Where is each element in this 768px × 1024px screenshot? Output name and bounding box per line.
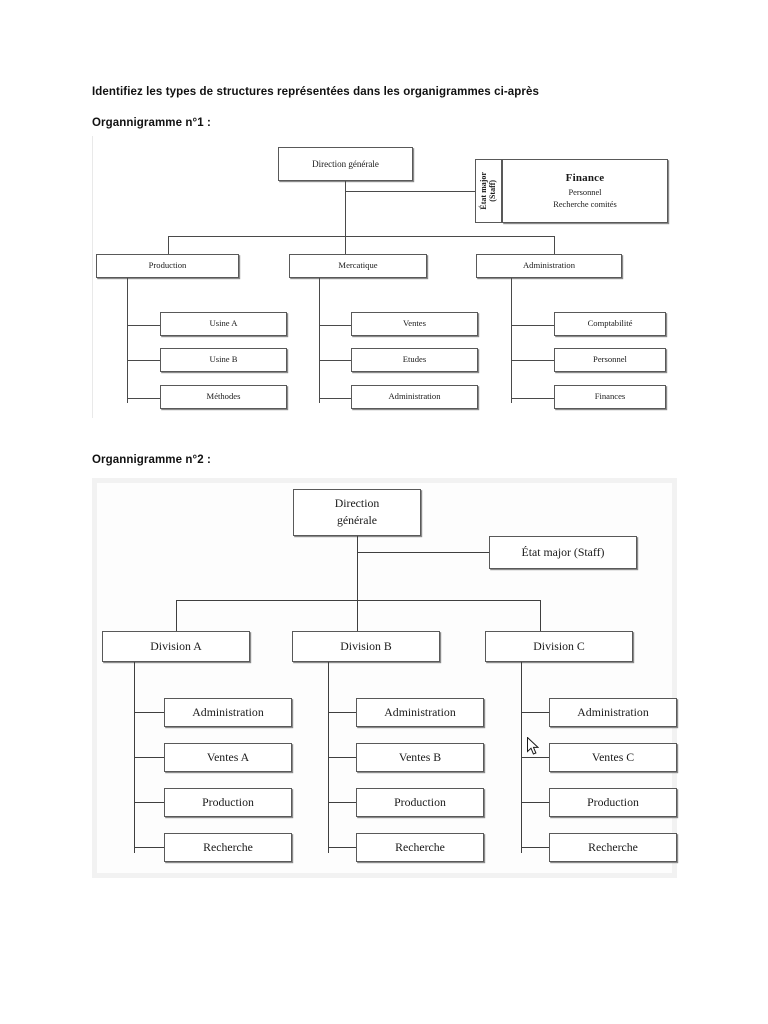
org2-branch-c-ventes: [521, 757, 549, 758]
org2-leaf-a-production: Production: [164, 788, 292, 817]
org2-branch-c-production: [521, 802, 549, 803]
org2-leaf-a-recherche: Recherche: [164, 833, 292, 862]
org2-branch-b-recherche: [328, 847, 356, 848]
org2-branch-c-recherche: [521, 847, 549, 848]
org2-division-c: Division C: [485, 631, 633, 662]
section-label-organigram-2: Organnigramme n°2 :: [92, 454, 211, 466]
org2-leaf-b-recherche: Recherche: [356, 833, 484, 862]
org2-leaf-a-administration: Administration: [164, 698, 292, 727]
org2-leaf-c-recherche: Recherche: [549, 833, 677, 862]
org1-spine-administration: [511, 278, 512, 403]
org2-root-direction-generale: Direction générale: [293, 489, 421, 536]
org2-drop-division-a: [176, 600, 177, 631]
org1-finance-recherche: Recherche comités: [553, 200, 617, 210]
org2-staff-etat-major: État major (Staff): [489, 536, 637, 569]
org2-branch-b-ventes: [328, 757, 356, 758]
org1-staff-horizontal-connector: [345, 191, 475, 192]
org2-root-vertical-connector: [357, 536, 358, 600]
org2-root-line1: Direction: [334, 496, 380, 511]
org1-finance-personnel: Personnel: [568, 187, 602, 197]
org1-branch-usine-a: [127, 325, 160, 326]
org2-leaf-b-administration: Administration: [356, 698, 484, 727]
org1-drop-production: [168, 236, 169, 255]
org2-leaf-b-ventes-b: Ventes B: [356, 743, 484, 772]
org1-staff-vertical-cell: État major (Staff): [475, 159, 502, 223]
org2-staff-horizontal-connector: [357, 552, 489, 553]
org2-branch-a-administration: [134, 712, 164, 713]
org1-staff-vertical-text: État major (Staff): [478, 172, 498, 210]
organigram-2-canvas: Direction générale État major (Staff) Di…: [97, 483, 677, 873]
org1-branch-ventes: [319, 325, 351, 326]
section-label-organigram-1: Organnigramme n°1 :: [92, 117, 211, 129]
org1-root-direction-generale: Direction générale: [278, 147, 413, 181]
org2-drop-division-c: [540, 600, 541, 631]
organigram-2-figure: Direction générale État major (Staff) Di…: [92, 478, 677, 878]
org1-leaf-usine-a: Usine A: [160, 312, 287, 336]
org1-leaf-finances: Finances: [554, 385, 666, 409]
org1-leaf-usine-b: Usine B: [160, 348, 287, 372]
org1-leaf-ventes: Ventes: [351, 312, 478, 336]
org2-leaf-c-production: Production: [549, 788, 677, 817]
org2-leaf-a-ventes-a: Ventes A: [164, 743, 292, 772]
org1-branch-finances: [511, 398, 554, 399]
org1-division-production: Production: [96, 254, 239, 278]
org1-leaf-personnel: Personnel: [554, 348, 666, 372]
org2-branch-b-production: [328, 802, 356, 803]
org1-staff-line1: État major: [478, 172, 488, 210]
org1-finance-heading: Finance: [565, 172, 605, 185]
org1-branch-personnel: [511, 360, 554, 361]
org1-branch-usine-b: [127, 360, 160, 361]
org1-branch-comptabilite: [511, 325, 554, 326]
org1-leaf-comptabilite: Comptabilité: [554, 312, 666, 336]
org1-division-administration: Administration: [476, 254, 622, 278]
org1-root-vertical-connector: [345, 181, 346, 255]
org1-leaf-administration: Administration: [351, 385, 478, 409]
org2-division-b: Division B: [292, 631, 440, 662]
org1-leaf-etudes: Etudes: [351, 348, 478, 372]
org1-drop-administration: [554, 236, 555, 255]
org2-branch-a-ventes: [134, 757, 164, 758]
org1-staff-line2: (Staff): [487, 180, 497, 202]
organigram-1-figure: Direction générale État major (Staff) Fi…: [92, 136, 673, 418]
org2-branch-b-administration: [328, 712, 356, 713]
org1-spine-mercatique: [319, 278, 320, 403]
org2-leaf-b-production: Production: [356, 788, 484, 817]
org2-leaf-c-administration: Administration: [549, 698, 677, 727]
org1-staff-finance-panel: Finance Personnel Recherche comités: [502, 159, 668, 223]
org2-division-a: Division A: [102, 631, 250, 662]
org2-root-line2: générale: [337, 513, 377, 527]
org2-branch-c-administration: [521, 712, 549, 713]
org1-branch-administration: [319, 398, 351, 399]
page-title: Identifiez les types de structures repré…: [92, 86, 539, 98]
org2-branch-a-production: [134, 802, 164, 803]
org2-branch-a-recherche: [134, 847, 164, 848]
org1-leaf-methodes: Méthodes: [160, 385, 287, 409]
org1-branch-etudes: [319, 360, 351, 361]
org1-branch-methodes: [127, 398, 160, 399]
org2-drop-division-b: [357, 600, 358, 631]
org1-division-bus: [168, 236, 554, 237]
org1-spine-production: [127, 278, 128, 403]
org2-leaf-c-ventes-c: Ventes C: [549, 743, 677, 772]
org1-division-mercatique: Mercatique: [289, 254, 427, 278]
org2-division-bus: [176, 600, 540, 601]
